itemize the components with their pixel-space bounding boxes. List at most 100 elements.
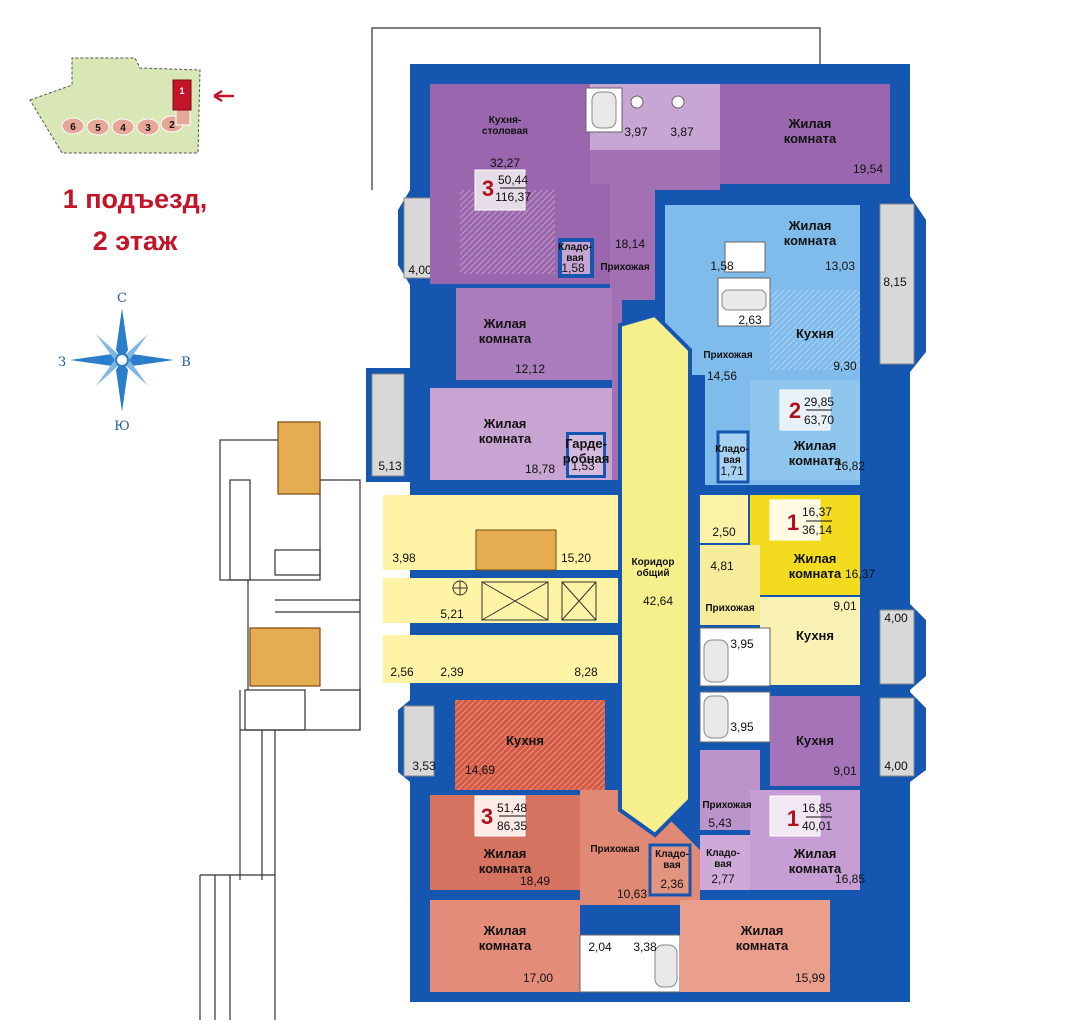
apartment-3-bottom: 3 51,48 86,35	[430, 700, 830, 993]
roof-outline	[371, 27, 821, 190]
room-name-label: Кладо-	[706, 848, 740, 859]
entrance-label: 1 подъезд,	[62, 184, 208, 214]
room-area-label: 14,56	[707, 369, 737, 383]
common-area-label: 15,20	[561, 551, 591, 565]
compass-south-label: Ю	[114, 419, 130, 434]
room-name-label: Жилая	[740, 923, 784, 938]
room-area-label: 5,43	[708, 816, 732, 830]
room-name-label: комната	[479, 331, 532, 346]
compass-west-label: З	[58, 355, 66, 370]
apartment-living-area: 16,37	[802, 505, 832, 519]
apartment-rooms-count: 2	[789, 398, 801, 423]
corridor-name-label: общий	[636, 567, 669, 579]
room-name-label: комната	[784, 233, 837, 248]
room-name-label: Гарде-	[565, 436, 607, 451]
room-name-label: Кладо-	[715, 444, 749, 455]
room-name-label: Кухня-	[489, 115, 522, 126]
apartment-total-area: 116,37	[495, 190, 531, 204]
key-plan-sections: 6 5 4 3 2	[61, 102, 191, 136]
room-area-label: 16,85	[835, 872, 865, 886]
apartment-total-area: 36,14	[802, 523, 832, 537]
room-name-label: Жилая	[483, 923, 527, 938]
room-area-label: 13,03	[825, 259, 855, 273]
room-area-label: 32,27	[490, 156, 520, 170]
common-area-label: 3,98	[392, 551, 416, 565]
room-name-label: Жилая	[483, 846, 527, 861]
apartment-living-area: 50,44	[498, 173, 528, 187]
key-plan: 6 5 4 3 2 1	[29, 57, 234, 154]
room-name-label: Прихожая	[703, 350, 753, 361]
common-area-label: 2,39	[440, 665, 464, 679]
corridor-area-label: 42,64	[643, 594, 673, 608]
current-section-marker	[172, 79, 192, 111]
room-area-label: 18,49	[520, 874, 550, 888]
common-area-label: 2,56	[390, 665, 414, 679]
room-name-label: комната	[479, 938, 532, 953]
room-area-label: 3,95	[730, 637, 754, 651]
room-area-label: 3,38	[633, 940, 657, 954]
room-name-label: Жилая	[793, 438, 837, 453]
current-section-number: 1	[179, 86, 184, 96]
apartment-2: 2 29,85 63,70	[665, 205, 860, 485]
room-name-label: комната	[479, 431, 532, 446]
room-name-label: Кухня	[506, 733, 544, 748]
room-name-label: комната	[789, 566, 842, 581]
apartment-3-top: 3 50,44 116,37	[430, 84, 890, 480]
corridor-name-label: Коридор	[631, 557, 674, 568]
room-name-label: Кладо-	[558, 242, 592, 253]
apartment-1-purple: 1 16,85 40,01	[699, 691, 860, 890]
room-area-label: 16,82	[835, 459, 865, 473]
apartment-total-area: 63,70	[804, 413, 834, 427]
room-area-label: 4,81	[710, 559, 734, 573]
room-area-label: 1,58	[710, 259, 734, 273]
room-area-label: 12,12	[515, 362, 545, 376]
common-area-label: 8,28	[574, 665, 598, 679]
room-name-label: Жилая	[483, 416, 527, 431]
apartment-1-yellow: 1 16,37 36,14	[699, 495, 860, 687]
balcony-area: 8,15	[883, 275, 907, 289]
room-area-label: 1,71	[720, 464, 744, 478]
room-area-label: 2,36	[660, 877, 684, 891]
apartment-rooms-count: 1	[787, 806, 799, 831]
room-name-label: Прихожая	[705, 603, 755, 614]
balcony-area: 4,00	[884, 759, 908, 773]
common-areas	[383, 312, 692, 838]
room-area-label: 2,50	[712, 525, 736, 539]
balcony-area: 4,00	[884, 611, 908, 625]
apartment-living-area: 29,85	[804, 395, 834, 409]
room-name-label: комната	[789, 453, 842, 468]
room-name-label: Кладо-	[655, 849, 689, 860]
apartment-total-area: 86,35	[497, 819, 527, 833]
room-area-label: 3,97	[624, 125, 648, 139]
balcony-area: 5,13	[378, 459, 402, 473]
room-name-label: комната	[736, 938, 789, 953]
room-name-label: комната	[789, 861, 842, 876]
room-area-label: 18,78	[525, 462, 555, 476]
room-area-label: 18,14	[615, 237, 645, 251]
room-name-label: Прихожая	[590, 844, 640, 855]
balconies: 4,00 5,13 3,53 8,15 4,00 4,00	[366, 190, 926, 782]
compass-rose-icon: С Ю З В	[58, 291, 191, 434]
room-name-label: вая	[566, 253, 584, 264]
room-area-label: 17,00	[523, 971, 553, 985]
apartment-rooms-count: 1	[787, 510, 799, 535]
room-name-label: Жилая	[788, 218, 832, 233]
room-name-label: робная	[563, 451, 610, 466]
key-section-label: 2	[169, 120, 175, 131]
key-section-label: 3	[145, 123, 151, 134]
room-area-label: 15,99	[795, 971, 825, 985]
room-area-label: 9,01	[833, 764, 857, 778]
balcony-area: 3,53	[412, 759, 436, 773]
room-area-label: 19,54	[853, 162, 883, 176]
key-section-label: 4	[120, 123, 126, 134]
room-name-label: комната	[784, 131, 837, 146]
room-area-label: 10,63	[617, 887, 647, 901]
key-section-label: 6	[70, 122, 76, 133]
room-name-label: Кухня	[796, 326, 834, 341]
room-name-label: Жилая	[788, 116, 832, 131]
compass-east-label: В	[181, 355, 191, 370]
room-area-label: 1,53	[571, 459, 595, 473]
room-name-label: Прихожая	[702, 800, 752, 811]
apartment-total-area: 40,01	[802, 819, 832, 833]
